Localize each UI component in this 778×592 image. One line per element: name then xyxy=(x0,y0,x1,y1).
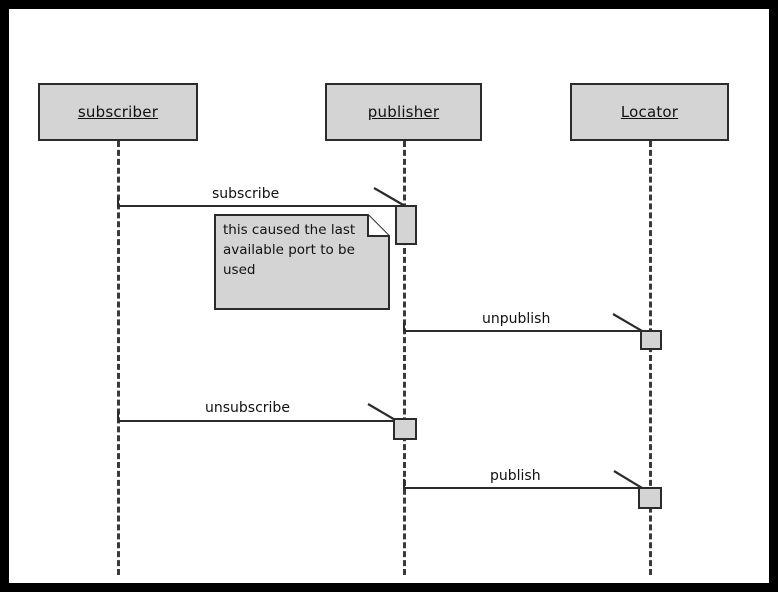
lifeline-head-locator[interactable]: Locator xyxy=(570,83,729,141)
note-text: this caused the last available port to b… xyxy=(223,220,383,280)
message-label-unpublish: unpublish xyxy=(482,311,551,327)
note-last-port[interactable]: this caused the last available port to b… xyxy=(214,214,390,310)
message-origin-stub-publish xyxy=(403,479,405,489)
lifeline-publisher xyxy=(403,141,406,575)
activation-locator-unpublish[interactable] xyxy=(640,330,662,350)
message-label-unsubscribe: unsubscribe xyxy=(205,400,290,416)
message-arrowhead-subscribe xyxy=(373,187,406,207)
activation-publisher-unsubscribe[interactable] xyxy=(393,418,417,440)
message-line-unsubscribe[interactable] xyxy=(118,420,396,422)
message-label-publish: publish xyxy=(490,468,541,484)
lifeline-head-label-publisher: publisher xyxy=(367,103,440,121)
activation-publisher-subscribe[interactable] xyxy=(395,205,417,245)
message-arrowhead-unpublish xyxy=(612,313,643,332)
message-line-publish[interactable] xyxy=(404,487,638,489)
lifeline-head-subscriber[interactable]: subscriber xyxy=(38,83,198,141)
note-text-line-1: this caused the last xyxy=(223,222,356,238)
lifeline-head-label-locator: Locator xyxy=(620,103,679,121)
message-origin-stub-subscribe xyxy=(117,197,119,207)
activation-locator-publish[interactable] xyxy=(638,487,662,509)
lifeline-subscriber xyxy=(117,141,120,575)
lifeline-head-label-subscriber: subscriber xyxy=(77,103,159,121)
message-arrowhead-publish xyxy=(613,470,643,489)
message-line-unpublish[interactable] xyxy=(404,330,641,332)
note-text-line-3: used xyxy=(223,262,256,278)
message-origin-stub-unpublish xyxy=(403,322,405,332)
note-text-line-2: available port to be xyxy=(223,242,355,258)
message-arrowhead-unsubscribe xyxy=(367,403,398,422)
lifeline-head-publisher[interactable]: publisher xyxy=(325,83,482,141)
message-line-subscribe[interactable] xyxy=(118,205,406,207)
lifeline-locator xyxy=(649,141,652,575)
message-label-subscribe: subscribe xyxy=(212,186,280,202)
message-origin-stub-unsubscribe xyxy=(117,412,119,422)
